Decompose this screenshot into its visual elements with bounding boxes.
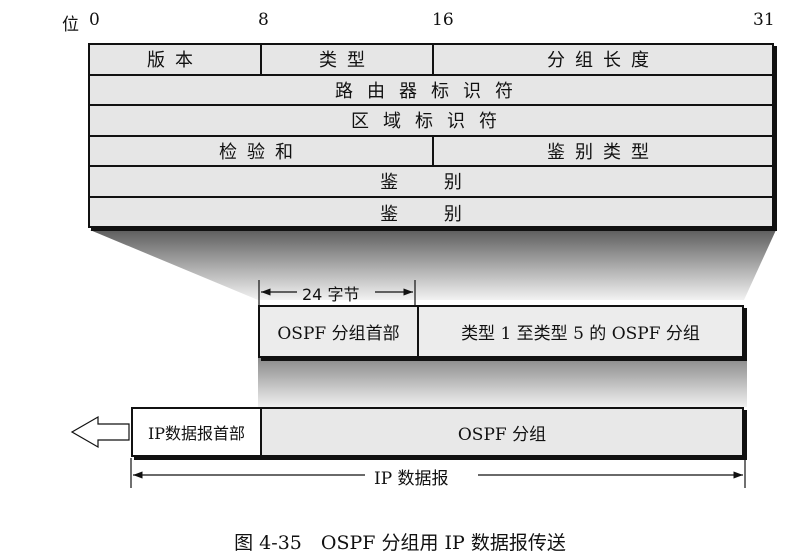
field-checksum: 检验和	[219, 141, 303, 163]
bit-tick-31: 31	[753, 10, 775, 30]
ospf-packet-box: OSPF 分组首部 类型 1 至类型 5 的 OSPF 分组	[258, 305, 744, 358]
figure-caption: 图 4-35 OSPF 分组用 IP 数据报传送	[234, 532, 566, 554]
field-packet-length: 分组长度	[432, 45, 772, 74]
field-auth-type: 鉴别类型	[432, 136, 772, 165]
ip-payload: OSPF 分组	[262, 409, 742, 455]
header-row-6: 鉴 别	[90, 198, 772, 229]
field-area-id: 区域标识符	[351, 111, 511, 133]
header-row-3: 区域标识符	[90, 106, 772, 137]
projection-band	[258, 358, 747, 407]
header-size-label: 24 字节	[302, 285, 360, 304]
ip-datagram-box: IP数据报首部 OSPF 分组	[131, 407, 744, 457]
field-authentication-1: 鉴 别	[380, 172, 482, 194]
bit-tick-16: 16	[432, 10, 454, 30]
ip-datagram-total-label: IP 数据报	[370, 464, 453, 489]
bit-tick-8: 8	[258, 10, 269, 30]
header-row-5: 鉴 别	[90, 167, 772, 198]
outgoing-arrow-icon	[70, 415, 130, 449]
field-type: 类型	[260, 45, 432, 74]
header-row-4: 检验和 鉴别类型	[90, 136, 772, 167]
field-router-id: 路由器标识符	[335, 80, 527, 102]
projection-trapezoid	[90, 230, 776, 300]
bit-axis-prefix: 位	[62, 15, 79, 35]
field-authentication-2: 鉴 别	[380, 203, 482, 225]
ospf-packet-body: 类型 1 至类型 5 的 OSPF 分组	[461, 324, 700, 344]
ospf-packet-header: OSPF 分组首部	[260, 307, 419, 356]
header-row-2: 路由器标识符	[90, 76, 772, 106]
ip-payload-label: OSPF 分组	[457, 424, 547, 445]
ip-header: IP数据报首部	[133, 409, 262, 455]
bit-tick-0: 0	[89, 10, 100, 30]
header-row-1: 版本 类型 分组长度	[90, 45, 772, 76]
field-version: 版本	[147, 50, 203, 72]
ospf-header-table: 版本 类型 分组长度 路由器标识符 区域标识符 检验和 鉴别类型 鉴 别 鉴 别	[88, 43, 774, 228]
